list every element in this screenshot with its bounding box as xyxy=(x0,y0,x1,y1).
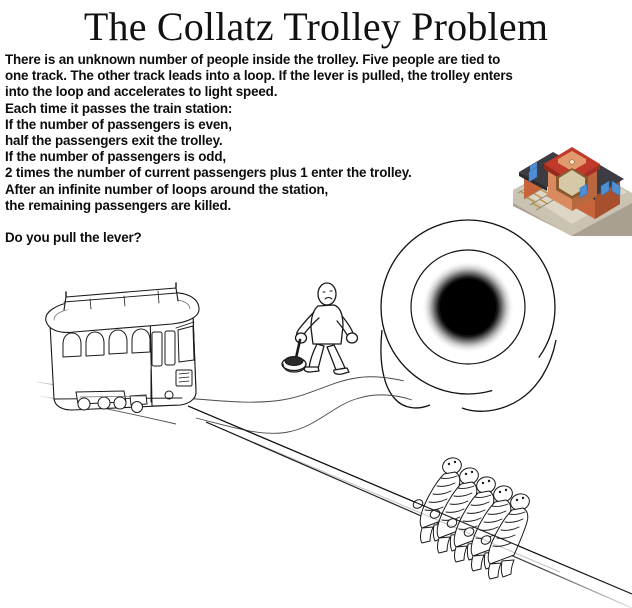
straight-rail-upper-overlay xyxy=(187,405,632,595)
body-line: Each time it passes the train station: xyxy=(5,100,233,116)
body-line: 2 times the number of current passengers… xyxy=(5,165,412,181)
body-line: the remaining passengers are killed. xyxy=(5,197,232,213)
body-line: one track. The other track leads into a … xyxy=(5,68,513,84)
tied-person xyxy=(446,476,496,563)
body-line: half the passengers exit the trolley. xyxy=(5,133,223,149)
black-hole xyxy=(422,261,514,353)
body-line: If the number of passengers is even, xyxy=(5,116,232,132)
body-line: After an infinite number of loops around… xyxy=(5,181,329,197)
body-line: There is an unknown number of people ins… xyxy=(5,52,501,67)
body-line: If the number of passengers is odd, xyxy=(5,149,226,165)
loop-entry-curve xyxy=(380,329,431,409)
straight-rail-lower-overlay xyxy=(205,421,561,573)
trolley xyxy=(45,282,200,413)
rear-rail-lower xyxy=(39,395,177,425)
station-windows xyxy=(528,166,621,199)
loop-branch-rail-lower xyxy=(195,394,413,434)
straight-rail-lower xyxy=(205,421,632,608)
station-main-block xyxy=(544,147,600,211)
tied-victims xyxy=(412,457,530,580)
tied-person xyxy=(480,493,530,580)
tied-person xyxy=(412,457,462,544)
lever-operator xyxy=(294,282,359,375)
straight-rail-upper xyxy=(187,405,632,595)
station-right-wing xyxy=(566,162,624,219)
page-title: The Collatz Trolley Problem xyxy=(83,4,549,49)
body-text-block: There is an unknown number of people ins… xyxy=(5,52,535,246)
body-line: into the loop and accelerates to light s… xyxy=(5,84,278,100)
tied-person xyxy=(429,467,479,554)
loop-inner-circle xyxy=(410,249,526,365)
loop-exit-curve xyxy=(461,339,557,412)
track-lines-overlay xyxy=(187,405,632,595)
question-line: Do you pull the lever? xyxy=(5,230,142,246)
loop-branch-rail-upper xyxy=(182,376,405,403)
rear-rail-upper xyxy=(35,381,163,405)
tied-person xyxy=(463,485,513,572)
lever xyxy=(281,338,307,373)
track-lines xyxy=(35,376,632,608)
